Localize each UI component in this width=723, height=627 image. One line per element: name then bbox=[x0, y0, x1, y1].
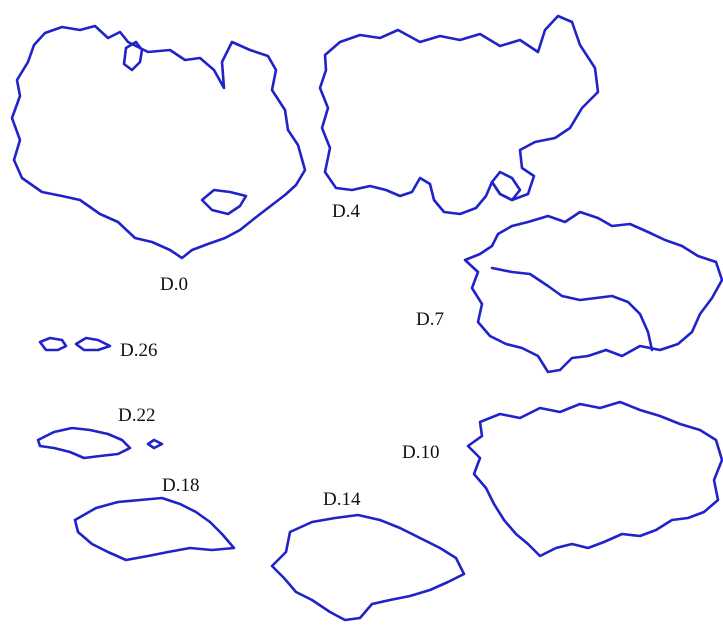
shape-d10-outline bbox=[466, 400, 723, 558]
label-d4: D.4 bbox=[332, 201, 360, 222]
label-d10: D.10 bbox=[402, 442, 439, 463]
shape-d4-hole bbox=[490, 170, 522, 202]
shape-d26-piece-right bbox=[74, 336, 112, 352]
shape-d22-outline bbox=[36, 426, 132, 460]
shape-d7 bbox=[463, 210, 723, 374]
shape-d22 bbox=[36, 426, 164, 460]
label-d14: D.14 bbox=[323, 489, 361, 510]
shape-d4-outline bbox=[318, 14, 600, 216]
label-d0: D.0 bbox=[160, 274, 188, 295]
shape-d0-outline bbox=[10, 24, 307, 260]
shape-d26 bbox=[38, 336, 112, 352]
shape-d0 bbox=[10, 24, 307, 260]
shape-d26-piece-left bbox=[38, 336, 68, 352]
shape-d14-outline bbox=[270, 513, 466, 622]
label-d26: D.26 bbox=[120, 340, 157, 361]
shape-d22-small-piece bbox=[146, 438, 164, 450]
shape-d18 bbox=[73, 496, 236, 562]
label-d7: D.7 bbox=[416, 309, 444, 330]
label-d22: D.22 bbox=[118, 405, 155, 426]
shape-d0-hole-bottom bbox=[200, 188, 248, 216]
shape-d14 bbox=[270, 513, 466, 622]
shape-d7-outline bbox=[463, 210, 723, 374]
shape-d7-crack-line bbox=[490, 266, 654, 352]
shape-d10 bbox=[466, 400, 723, 558]
shape-d4 bbox=[318, 14, 600, 216]
shape-d0-hole-top bbox=[122, 40, 144, 72]
label-d18: D.18 bbox=[162, 475, 199, 496]
shape-d18-outline bbox=[73, 496, 236, 562]
